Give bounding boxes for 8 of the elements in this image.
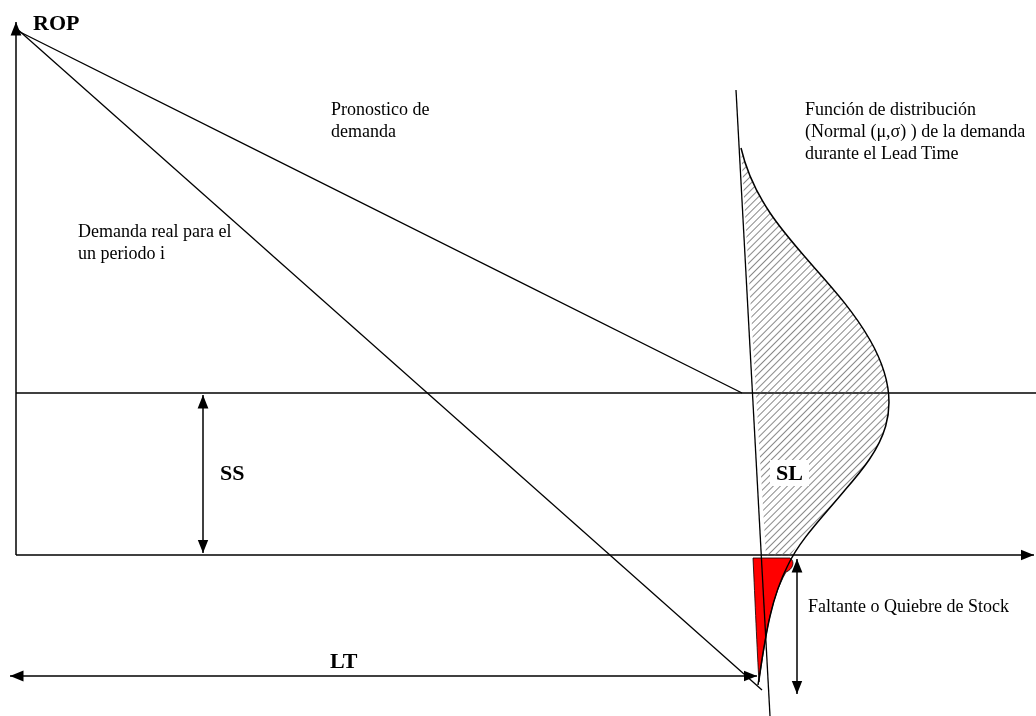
area-label: Faltante o Quiebre de Stock	[808, 595, 1009, 617]
area-label: SL	[770, 460, 809, 486]
dimension-label: LT	[330, 650, 358, 672]
curve-label: Función de distribución (Normal (μ,σ) ) de la demanda durante el Lead Time	[805, 98, 1027, 164]
axis-label: ROP	[33, 12, 80, 34]
line-label: Pronostico de demanda	[331, 98, 431, 142]
dimension-label: SS	[220, 462, 245, 484]
line-label: Demanda real para el un periodo i	[78, 220, 233, 264]
